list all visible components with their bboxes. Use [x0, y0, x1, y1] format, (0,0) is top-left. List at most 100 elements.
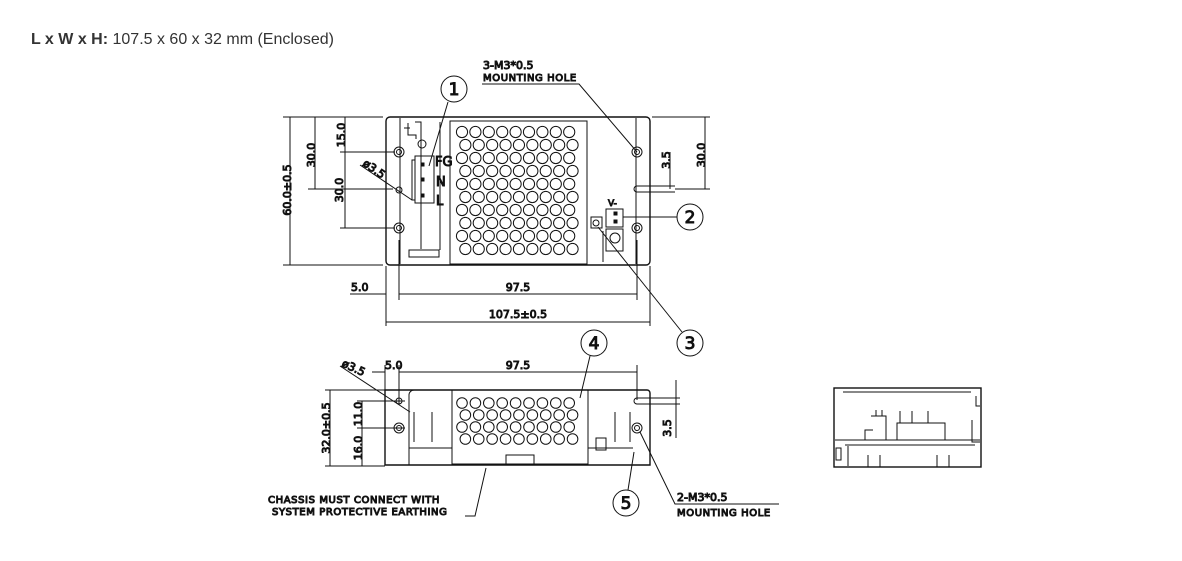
- vent-hole: [472, 216, 485, 230]
- vent-hole: [469, 177, 482, 191]
- chassis-note-line2: SYSTEM PROTECTIVE EARTHING: [272, 507, 447, 518]
- vent-hole: [536, 177, 549, 191]
- vent-hole: [536, 203, 549, 217]
- vent-hole: [512, 164, 526, 178]
- callout-3: 3: [685, 334, 696, 354]
- vent-hole: [513, 433, 525, 445]
- vent-hole: [469, 125, 482, 139]
- vent-hole: [566, 409, 579, 421]
- dim-107-5: 107.5±0.5: [489, 308, 547, 321]
- vent-hole: [472, 433, 485, 445]
- vent-hole: [563, 397, 576, 409]
- vent-hole: [526, 138, 539, 152]
- vent-hole: [455, 125, 469, 139]
- vent-hole: [539, 216, 552, 230]
- vent-hole: [539, 190, 552, 204]
- vent-hole: [512, 216, 526, 230]
- dim-height-60: 60.0±0.5: [281, 164, 294, 215]
- vent-hole: [563, 125, 576, 139]
- vent-hole: [550, 421, 562, 433]
- vent-hole: [483, 397, 495, 409]
- side-mounting-note-line2: MOUNTING HOLE: [677, 508, 771, 519]
- spec-value: 107.5 x 60 x 32 mm (Enclosed): [112, 31, 334, 48]
- vent-hole: [553, 242, 566, 256]
- vent-hole: [469, 397, 482, 409]
- side-dim-hole-dia: ø3.5: [340, 357, 367, 379]
- side-dim-97-5: 97.5: [506, 359, 531, 372]
- vent-hole: [523, 421, 535, 433]
- vent-hole: [499, 242, 512, 256]
- vent-hole: [553, 190, 566, 204]
- vent-hole: [539, 433, 552, 445]
- vent-hole: [566, 242, 579, 256]
- vent-hole: [549, 177, 562, 191]
- callout-5: 5: [621, 494, 632, 514]
- vent-hole: [566, 433, 579, 445]
- top-mounting-note-line1: 3-M3*0.5: [483, 59, 533, 72]
- vent-hole: [499, 138, 512, 152]
- vent-hole: [482, 177, 495, 191]
- vent-hole: [526, 433, 539, 445]
- dim-5: 5.0: [351, 281, 369, 294]
- vent-hole: [549, 203, 562, 217]
- output-vminus-label: V-: [608, 199, 617, 209]
- vent-hole: [472, 164, 485, 178]
- top-mounting-note-line2: MOUNTING HOLE: [483, 73, 577, 84]
- vent-hole: [566, 138, 579, 152]
- vent-hole: [563, 151, 576, 165]
- vent-hole: [459, 164, 472, 178]
- vent-hole: [509, 397, 522, 409]
- vent-hole: [513, 409, 525, 421]
- vent-hole: [486, 164, 499, 178]
- vent-hole: [522, 229, 536, 243]
- vent-hole: [482, 125, 495, 139]
- top-view-outline: [385, 116, 651, 266]
- vent-hole: [536, 151, 549, 165]
- vent-hole: [469, 203, 482, 217]
- vent-hole: [456, 421, 468, 433]
- vent-hole: [482, 151, 495, 165]
- vent-hole: [459, 138, 472, 152]
- dimensions-spec: L x W x H: 107.5 x 60 x 32 mm (Enclosed): [31, 31, 334, 49]
- vent-hole: [472, 242, 485, 256]
- vent-hole: [499, 409, 512, 421]
- vent-hole: [482, 229, 495, 243]
- vent-hole: [499, 216, 512, 230]
- vent-hole: [459, 242, 472, 256]
- top-mesh-cover: [449, 120, 588, 265]
- vent-hole: [455, 151, 469, 165]
- vent-hole: [509, 421, 522, 433]
- vent-hole: [496, 203, 509, 217]
- vent-hole: [459, 409, 472, 421]
- dim-15: 15.0: [335, 123, 348, 148]
- vent-hole: [522, 151, 536, 165]
- vent-hole: [512, 138, 526, 152]
- vent-hole: [553, 409, 565, 421]
- vent-hole: [553, 138, 566, 152]
- terminal-l-label: L: [436, 194, 444, 209]
- vent-hole: [472, 138, 485, 152]
- vent-hole: [499, 190, 512, 204]
- vent-hole: [553, 433, 565, 445]
- dim-16: 16.0: [352, 436, 365, 461]
- vent-hole: [496, 125, 509, 139]
- vent-hole: [486, 138, 499, 152]
- vent-hole: [550, 397, 562, 409]
- vent-hole: [469, 151, 482, 165]
- side-view-outline: [384, 389, 651, 466]
- vent-hole: [526, 190, 539, 204]
- vent-hole: [496, 397, 509, 409]
- vent-hole: [526, 164, 539, 178]
- dim-right-3-5: 3.5: [660, 151, 673, 169]
- vent-hole: [526, 242, 539, 256]
- vent-hole: [496, 229, 509, 243]
- vent-hole: [563, 421, 576, 433]
- side-dim-3-5: 3.5: [661, 419, 674, 437]
- vent-hole: [509, 203, 522, 217]
- vent-hole: [469, 421, 482, 433]
- vent-hole: [509, 177, 522, 191]
- vent-hole: [459, 190, 472, 204]
- vent-hole: [549, 125, 562, 139]
- end-view: [833, 387, 982, 468]
- vent-hole: [522, 177, 536, 191]
